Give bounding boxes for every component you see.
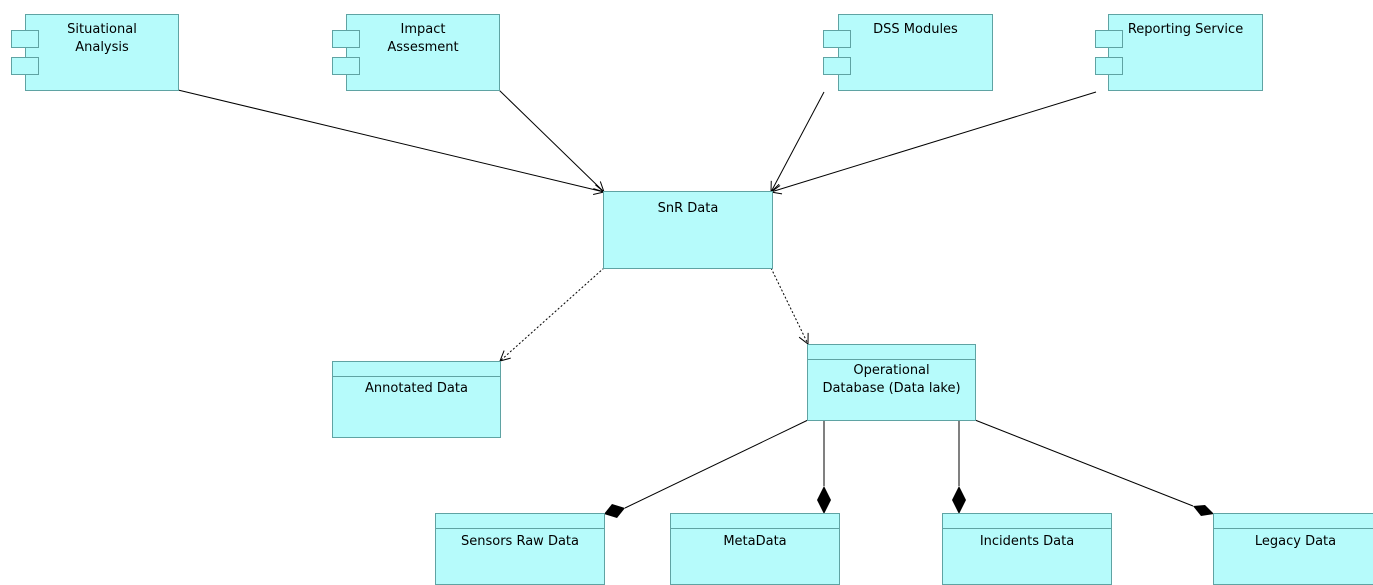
component-situational-analysis[interactable]: Situational Analysis: [25, 14, 179, 91]
composition-diamond-incidents-data: [952, 486, 966, 514]
composition-line-sensors-raw-data: [624, 419, 809, 509]
component-dss-modules[interactable]: DSS Modules: [838, 14, 993, 91]
usage-arrow-reporting-service: [771, 91, 1097, 192]
artifact-label: Sensors Raw Data: [461, 534, 579, 549]
component-port-icon: [11, 57, 39, 75]
component-label: Reporting Service: [1127, 22, 1244, 37]
artifact-metadata[interactable]: MetaData: [670, 513, 840, 585]
composition-diamond-sensors-raw-data: [604, 504, 625, 518]
component-port-icon: [11, 30, 39, 48]
interface-label: SnR Data: [657, 201, 719, 216]
component-label: Situational Analysis: [67, 22, 137, 55]
artifact-header-line: [1214, 528, 1373, 529]
artifact-label: Operational Database (Data lake): [822, 363, 961, 396]
composition-diamond-metadata: [817, 486, 831, 514]
usage-arrow-impact-assesment: [498, 89, 604, 192]
usage-arrow-dss-modules: [771, 91, 825, 192]
component-port-icon: [332, 57, 360, 75]
artifact-annotated-data[interactable]: Annotated Data: [332, 361, 501, 438]
component-label: Impact Assesment: [387, 22, 459, 55]
artifact-legacy-data[interactable]: Legacy Data: [1213, 513, 1373, 585]
component-port-icon: [823, 57, 851, 75]
composition-line-legacy-data: [974, 419, 1194, 507]
component-port-icon: [1095, 57, 1123, 75]
composition-diamond-legacy-data: [1193, 505, 1214, 516]
usage-arrow-situational-analysis: [177, 89, 604, 192]
component-label: DSS Modules: [873, 22, 958, 37]
component-port-icon: [332, 30, 360, 48]
component-impact-assesment[interactable]: Impact Assesment: [346, 14, 500, 91]
artifact-header-line: [436, 528, 604, 529]
artifact-operational-database[interactable]: Operational Database (Data lake): [807, 344, 976, 421]
artifact-label: Incidents Data: [979, 534, 1075, 549]
component-port-icon: [823, 30, 851, 48]
interface-snr-data[interactable]: SnR Data: [603, 191, 773, 269]
artifact-sensors-raw-data[interactable]: Sensors Raw Data: [435, 513, 605, 585]
dependency-arrow-annotated-data: [500, 267, 605, 361]
component-reporting-service[interactable]: Reporting Service: [1108, 14, 1263, 91]
artifact-header-line: [333, 376, 500, 377]
artifact-label: Legacy Data: [1254, 534, 1337, 549]
artifact-header-line: [671, 528, 839, 529]
dependency-arrow-operational-database: [770, 267, 808, 344]
artifact-label: Annotated Data: [365, 381, 468, 396]
artifact-header-line: [808, 359, 975, 360]
component-port-icon: [1095, 30, 1123, 48]
artifact-label: MetaData: [723, 534, 787, 549]
artifact-incidents-data[interactable]: Incidents Data: [942, 513, 1112, 585]
artifact-header-line: [943, 528, 1111, 529]
